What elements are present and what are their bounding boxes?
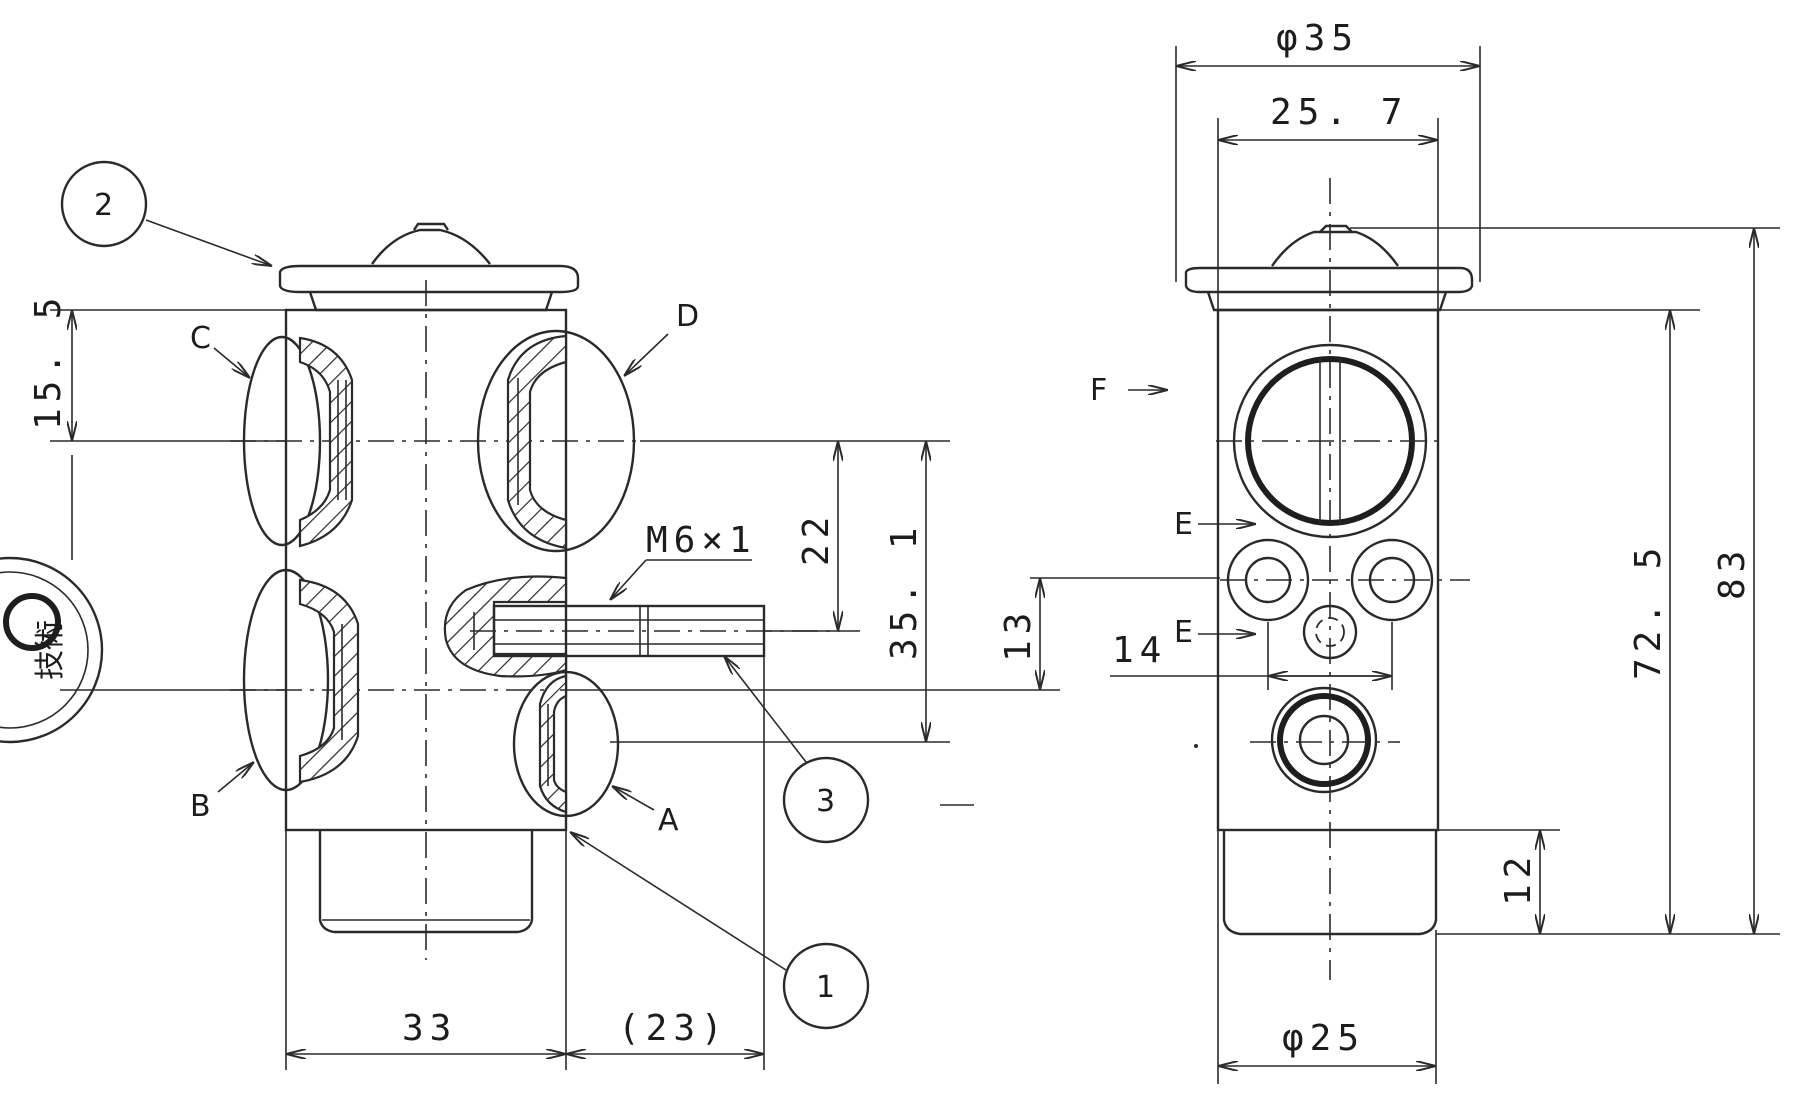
dim-72-5: 72. 5 xyxy=(1628,542,1669,680)
front-port-e-right-outer xyxy=(1350,538,1434,622)
port-a-hatch xyxy=(538,674,568,814)
stamp-text: 技術 xyxy=(33,620,68,680)
port-d-outline xyxy=(476,329,636,553)
front-port-bottom-inner xyxy=(1277,693,1371,787)
dim-dia-35: φ35 xyxy=(1276,18,1359,59)
dim-23: (23) xyxy=(618,1008,729,1049)
front-cap-dome xyxy=(1271,230,1399,267)
label-e-lower: E xyxy=(1174,615,1193,650)
label-f: F xyxy=(1090,373,1107,408)
port-a-outline xyxy=(512,670,620,818)
screw-boss-hatch xyxy=(443,575,568,678)
balloon-2 xyxy=(60,160,148,248)
dim-13: 13 xyxy=(998,607,1039,662)
label-e-upper: E xyxy=(1174,507,1193,542)
front-small-hole xyxy=(1302,604,1358,660)
dim-35-1: 35. 1 xyxy=(884,522,925,660)
dim-dia-25: φ25 xyxy=(1282,1018,1365,1059)
dim-25-7: 25. 7 xyxy=(1270,92,1408,133)
front-view: φ35 25. 7 14 E E F φ25 12 72. 5 xyxy=(940,18,1780,1084)
balloon-3 xyxy=(782,756,870,844)
front-cap-tip xyxy=(1319,224,1353,233)
balloon-3-text: 3 xyxy=(816,784,835,819)
port-c-hatch xyxy=(298,336,354,548)
side-cap-dome xyxy=(371,228,491,265)
front-body xyxy=(1216,308,1440,832)
dim-12: 12 xyxy=(1498,851,1539,906)
balloon-1 xyxy=(782,942,870,1030)
dim-33: 33 xyxy=(402,1008,457,1049)
dim-15-5: 15. 5 xyxy=(28,292,69,430)
thread-label: M6×1 xyxy=(646,520,757,561)
balloon-2-text: 2 xyxy=(94,188,113,223)
port-d-hatch xyxy=(506,334,568,550)
dim-83: 83 xyxy=(1712,545,1753,600)
front-port-bottom-outer xyxy=(1270,686,1378,794)
port-label-d: D xyxy=(676,299,699,334)
side-cap-tip xyxy=(413,222,449,231)
port-b-hatch xyxy=(298,578,360,784)
front-cap-base xyxy=(1206,291,1448,312)
port-label-c: C xyxy=(190,321,211,356)
dim-22: 22 xyxy=(796,511,837,566)
balloon-1-text: 1 xyxy=(816,970,835,1005)
side-cap-flange xyxy=(278,264,580,294)
port-label-a: A xyxy=(658,803,679,838)
side-cap-base xyxy=(308,291,554,312)
dim-14: 14 xyxy=(1112,630,1167,671)
port-b-outline xyxy=(242,568,330,792)
side-view: 33 (23) 15. 5 22 35. 1 13 M6×1 C D xyxy=(28,160,1060,1070)
inspection-stamp: 技術 xyxy=(0,556,104,744)
front-cap-flange xyxy=(1184,266,1474,294)
port-label-b: B xyxy=(190,789,211,824)
